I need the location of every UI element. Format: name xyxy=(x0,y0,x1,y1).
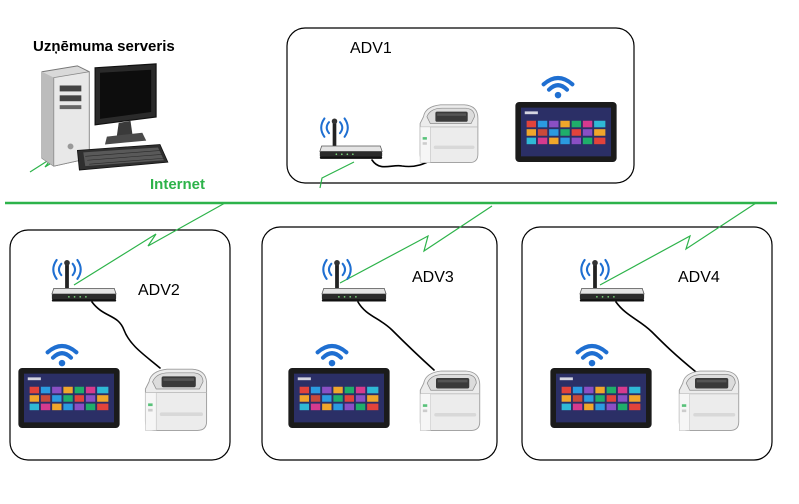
tablet-icon xyxy=(515,102,617,162)
cable-adv3 xyxy=(357,301,435,371)
label-printer-icon xyxy=(144,368,208,431)
link-adv2 xyxy=(73,202,226,286)
site-label-adv1: ADV1 xyxy=(350,40,392,57)
cable-adv4 xyxy=(615,301,697,373)
link-adv4 xyxy=(599,202,757,286)
label-printer-icon xyxy=(678,370,740,431)
site-label-adv2: ADV2 xyxy=(138,282,180,299)
desktop-computer-icon xyxy=(41,63,169,171)
tablet-icon xyxy=(550,368,652,428)
cable-adv2 xyxy=(91,301,161,369)
site-label-adv4: ADV4 xyxy=(678,269,720,286)
link-adv3 xyxy=(339,205,493,284)
link-adv1 xyxy=(319,161,355,189)
site-label-adv3: ADV3 xyxy=(412,269,454,286)
server-label: Uzņēmuma serveris xyxy=(33,38,175,55)
tablet-icon xyxy=(18,368,120,428)
label-printer-icon xyxy=(419,370,481,431)
tablet-icon xyxy=(288,368,390,428)
label-printer-icon xyxy=(419,104,479,164)
internet-label: Internet xyxy=(150,176,205,193)
